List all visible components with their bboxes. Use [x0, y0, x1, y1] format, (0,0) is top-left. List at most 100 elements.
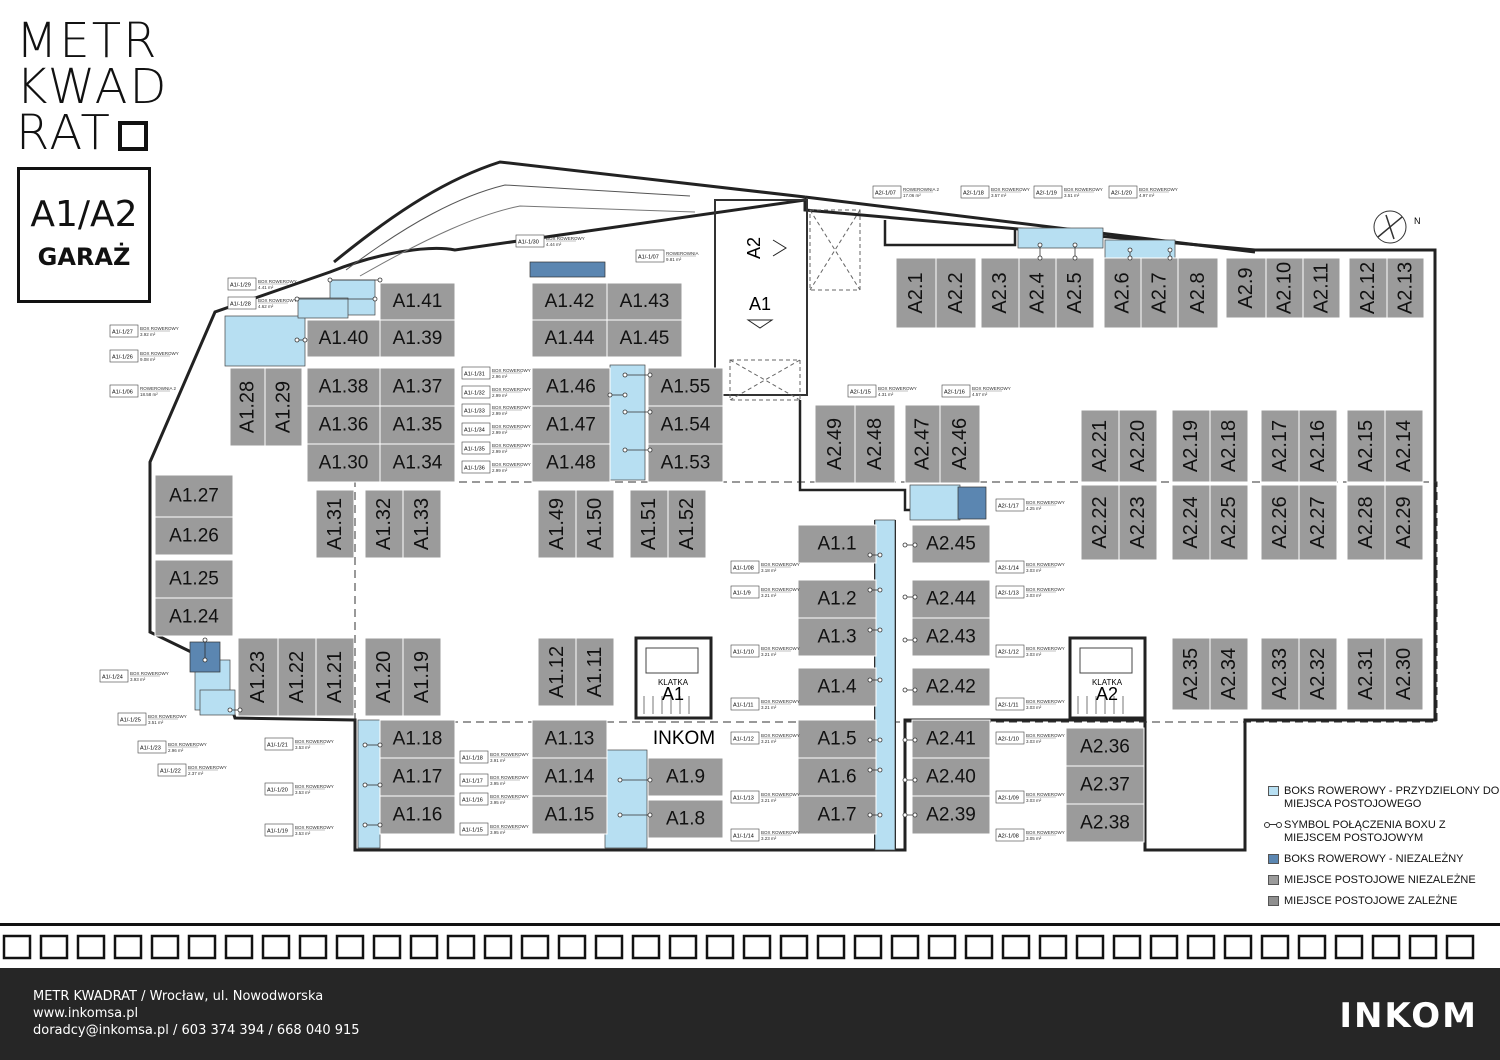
pattern-square	[964, 934, 994, 960]
parking-spot: A1.49	[537, 489, 577, 559]
legend-symbol-text: SYMBOL POŁĄCZENIA BOXU Z MIEJSCEM POSTOJ…	[1284, 819, 1446, 844]
pattern-square	[1408, 934, 1438, 960]
parking-spot-label: A1.12	[546, 646, 568, 698]
pattern-square	[1075, 934, 1105, 960]
bike-box-id: A1/-1/12	[733, 737, 754, 743]
connection-dot	[622, 409, 628, 415]
bike-box-kind: BOX ROWEROWY	[258, 298, 297, 303]
parking-spot: A2.17	[1260, 409, 1300, 483]
bike-box-kind: BOX ROWEROWY	[490, 752, 529, 757]
parking-spot-label: A2.36	[1080, 737, 1130, 758]
parking-spot: A2.38	[1065, 803, 1145, 843]
stair-label: A1	[662, 684, 684, 704]
parking-spot-area	[667, 489, 707, 559]
parking-spot-area	[797, 795, 877, 835]
parking-spot-area	[1384, 484, 1424, 561]
pattern-square	[520, 934, 550, 960]
parking-spot-label: A1.44	[545, 328, 595, 349]
bike-box-tag-frame	[227, 277, 257, 291]
parking-spot: A2.1	[895, 257, 937, 329]
bike-box-kind: BOX ROWEROWY	[492, 424, 531, 429]
pattern-square	[150, 934, 180, 960]
bike-box-tag-frame	[1033, 185, 1063, 199]
parking-spot-label: A2.8	[1187, 272, 1209, 313]
parking-spot-label: A2.40	[926, 767, 976, 788]
bike-box-area: 3.51 m²	[1064, 193, 1080, 198]
pattern-square	[76, 934, 106, 960]
legend-swatch-grey	[1268, 875, 1279, 885]
bike-box-kind: BOX ROWEROWY	[295, 784, 334, 789]
parking-spot-label: A2.5	[1064, 272, 1086, 313]
connection-dot	[902, 777, 908, 783]
parking-spot: A1.27	[154, 474, 234, 518]
parking-spot-area	[1298, 409, 1338, 483]
bike-box-id: A1/-1/26	[112, 355, 133, 361]
bike-box-kind: BOX ROWEROWY	[140, 351, 179, 356]
parking-spot: A1.13	[531, 719, 608, 759]
website-link[interactable]: www.inkomsa.pl	[33, 1006, 139, 1021]
parking-spot: A1.12	[537, 637, 577, 707]
floor-title: GARAŻ	[37, 243, 131, 271]
bike-box-id: A1/-1/10	[733, 650, 754, 656]
bike-box-tag-frame	[995, 828, 1025, 842]
bike-box-area: 2.99 m²	[492, 449, 508, 454]
outer-wall	[148, 198, 1437, 852]
connection-dot	[902, 687, 908, 693]
legend-swatch-light-blue	[1268, 786, 1279, 796]
pattern-square	[1223, 934, 1253, 960]
square-pattern	[2, 934, 1475, 960]
parking-spot: A2.47	[904, 404, 941, 484]
bike-box-tag-frame	[960, 185, 990, 199]
parking-spot: A1.31	[315, 489, 355, 559]
pattern-square	[187, 934, 217, 960]
parking-spot-area	[1177, 257, 1219, 329]
stair-caption: KLATKA	[1092, 678, 1123, 687]
ramp-guide-line	[359, 205, 696, 277]
bike-box-kind: BOX ROWEROWY	[1026, 699, 1065, 704]
bike-box-area: 18.58 m²	[140, 392, 158, 397]
parking-spot-area	[154, 559, 234, 599]
parking-spot: A2.31	[1346, 637, 1386, 711]
pattern-square	[1112, 934, 1142, 960]
parking-spot-area	[531, 795, 608, 835]
parking-spot-area	[1171, 484, 1211, 561]
parking-spot-area	[1209, 484, 1249, 561]
connection-dot	[867, 587, 873, 593]
bike-box-area: 3.21 m²	[761, 652, 777, 657]
parking-spot-label: A1.36	[319, 415, 369, 436]
pattern-square	[890, 934, 920, 960]
bike-box-id: A1/-1/08	[733, 566, 754, 572]
bike-box-area: 3.53 m²	[295, 831, 311, 836]
bike-box-tag-frame	[461, 441, 491, 455]
bike-box-tag-frame	[459, 822, 489, 836]
parking-spot-area	[154, 597, 234, 637]
parking-spot-area	[1386, 257, 1425, 319]
parking-spot-area	[904, 404, 941, 484]
parking-spot-area	[1346, 637, 1386, 711]
parking-spot: A2.44	[911, 579, 991, 619]
bike-box-id: A2/-1/13	[998, 591, 1019, 597]
bike-box-kind: BOX ROWEROWY	[546, 236, 585, 241]
bike-box-id: A1/-1/27	[112, 330, 133, 336]
parking-spot: A1.32	[364, 489, 404, 559]
parking-spot-area	[1118, 484, 1158, 561]
ramp-outer-wall	[333, 160, 806, 264]
bike-box-id: A1/-1/25	[120, 718, 141, 724]
parking-spot-label: A1.43	[620, 291, 670, 312]
parking-spot-area	[854, 404, 896, 484]
pattern-square	[1371, 934, 1401, 960]
bike-box-kind: BOX ROWEROWY	[761, 699, 800, 704]
connection-dot	[1127, 255, 1133, 261]
bike-box-tag-frame	[461, 366, 491, 380]
parking-spot-area	[1260, 637, 1300, 711]
connection-dot	[372, 296, 378, 302]
bike-box-id: A1/-1/28	[230, 302, 251, 308]
